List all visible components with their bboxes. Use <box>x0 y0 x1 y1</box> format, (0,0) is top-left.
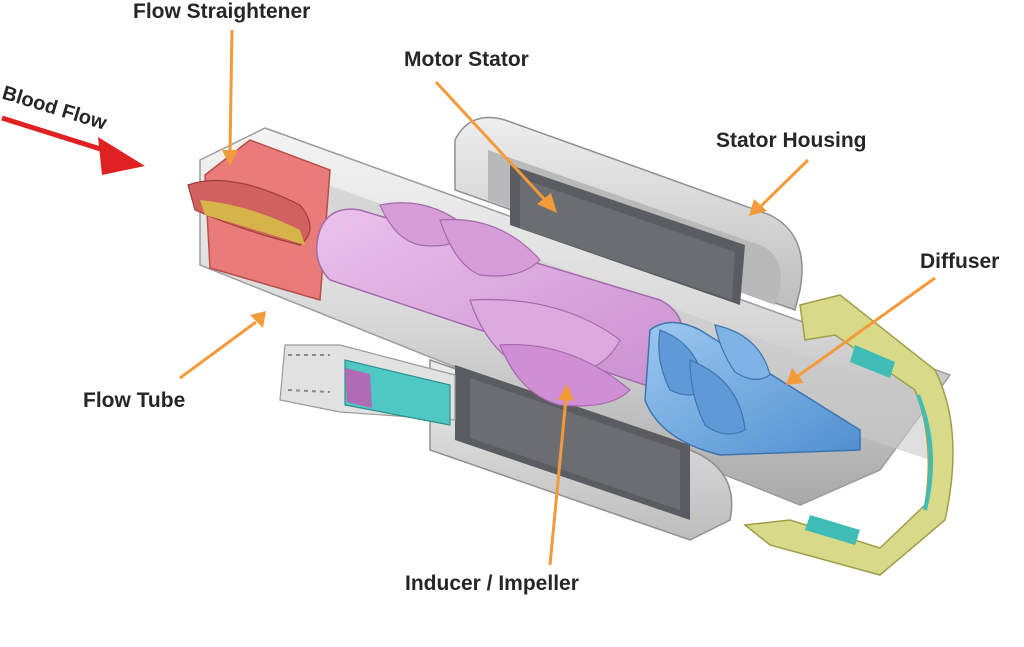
label-stator-housing: Stator Housing <box>716 129 867 152</box>
diffuser <box>644 321 861 456</box>
label-inducer-impeller: Inducer / Impeller <box>405 572 579 595</box>
label-flow-straightener: Flow Straightener <box>133 0 311 23</box>
leader-inducer-impeller <box>548 397 568 566</box>
motor-stator <box>455 165 745 520</box>
inlet-connector <box>279 344 456 426</box>
leader-diffuser <box>797 276 936 378</box>
leader-inducer-impeller-arrowhead <box>558 384 574 401</box>
leader-flow-tube-arrowhead <box>250 311 266 328</box>
leader-flow-straightener <box>228 29 234 151</box>
end-cap <box>743 294 954 576</box>
leader-flow-straightener-arrowhead <box>222 150 238 166</box>
label-flow-tube: Flow Tube <box>83 389 186 412</box>
leader-stator-housing <box>758 158 810 209</box>
leader-diffuser-arrowhead <box>786 368 804 385</box>
inducer-impeller <box>315 202 684 407</box>
label-motor-stator: Motor Stator <box>404 48 529 71</box>
label-diffuser: Diffuser <box>920 250 1000 273</box>
leader-motor-stator <box>434 80 547 202</box>
flow-straightener <box>187 139 331 301</box>
blood-flow-arrow <box>1 115 145 175</box>
leader-motor-stator-arrowhead <box>537 193 557 213</box>
leader-stator-housing-arrowhead <box>749 199 767 216</box>
leader-flow-tube <box>179 320 257 380</box>
